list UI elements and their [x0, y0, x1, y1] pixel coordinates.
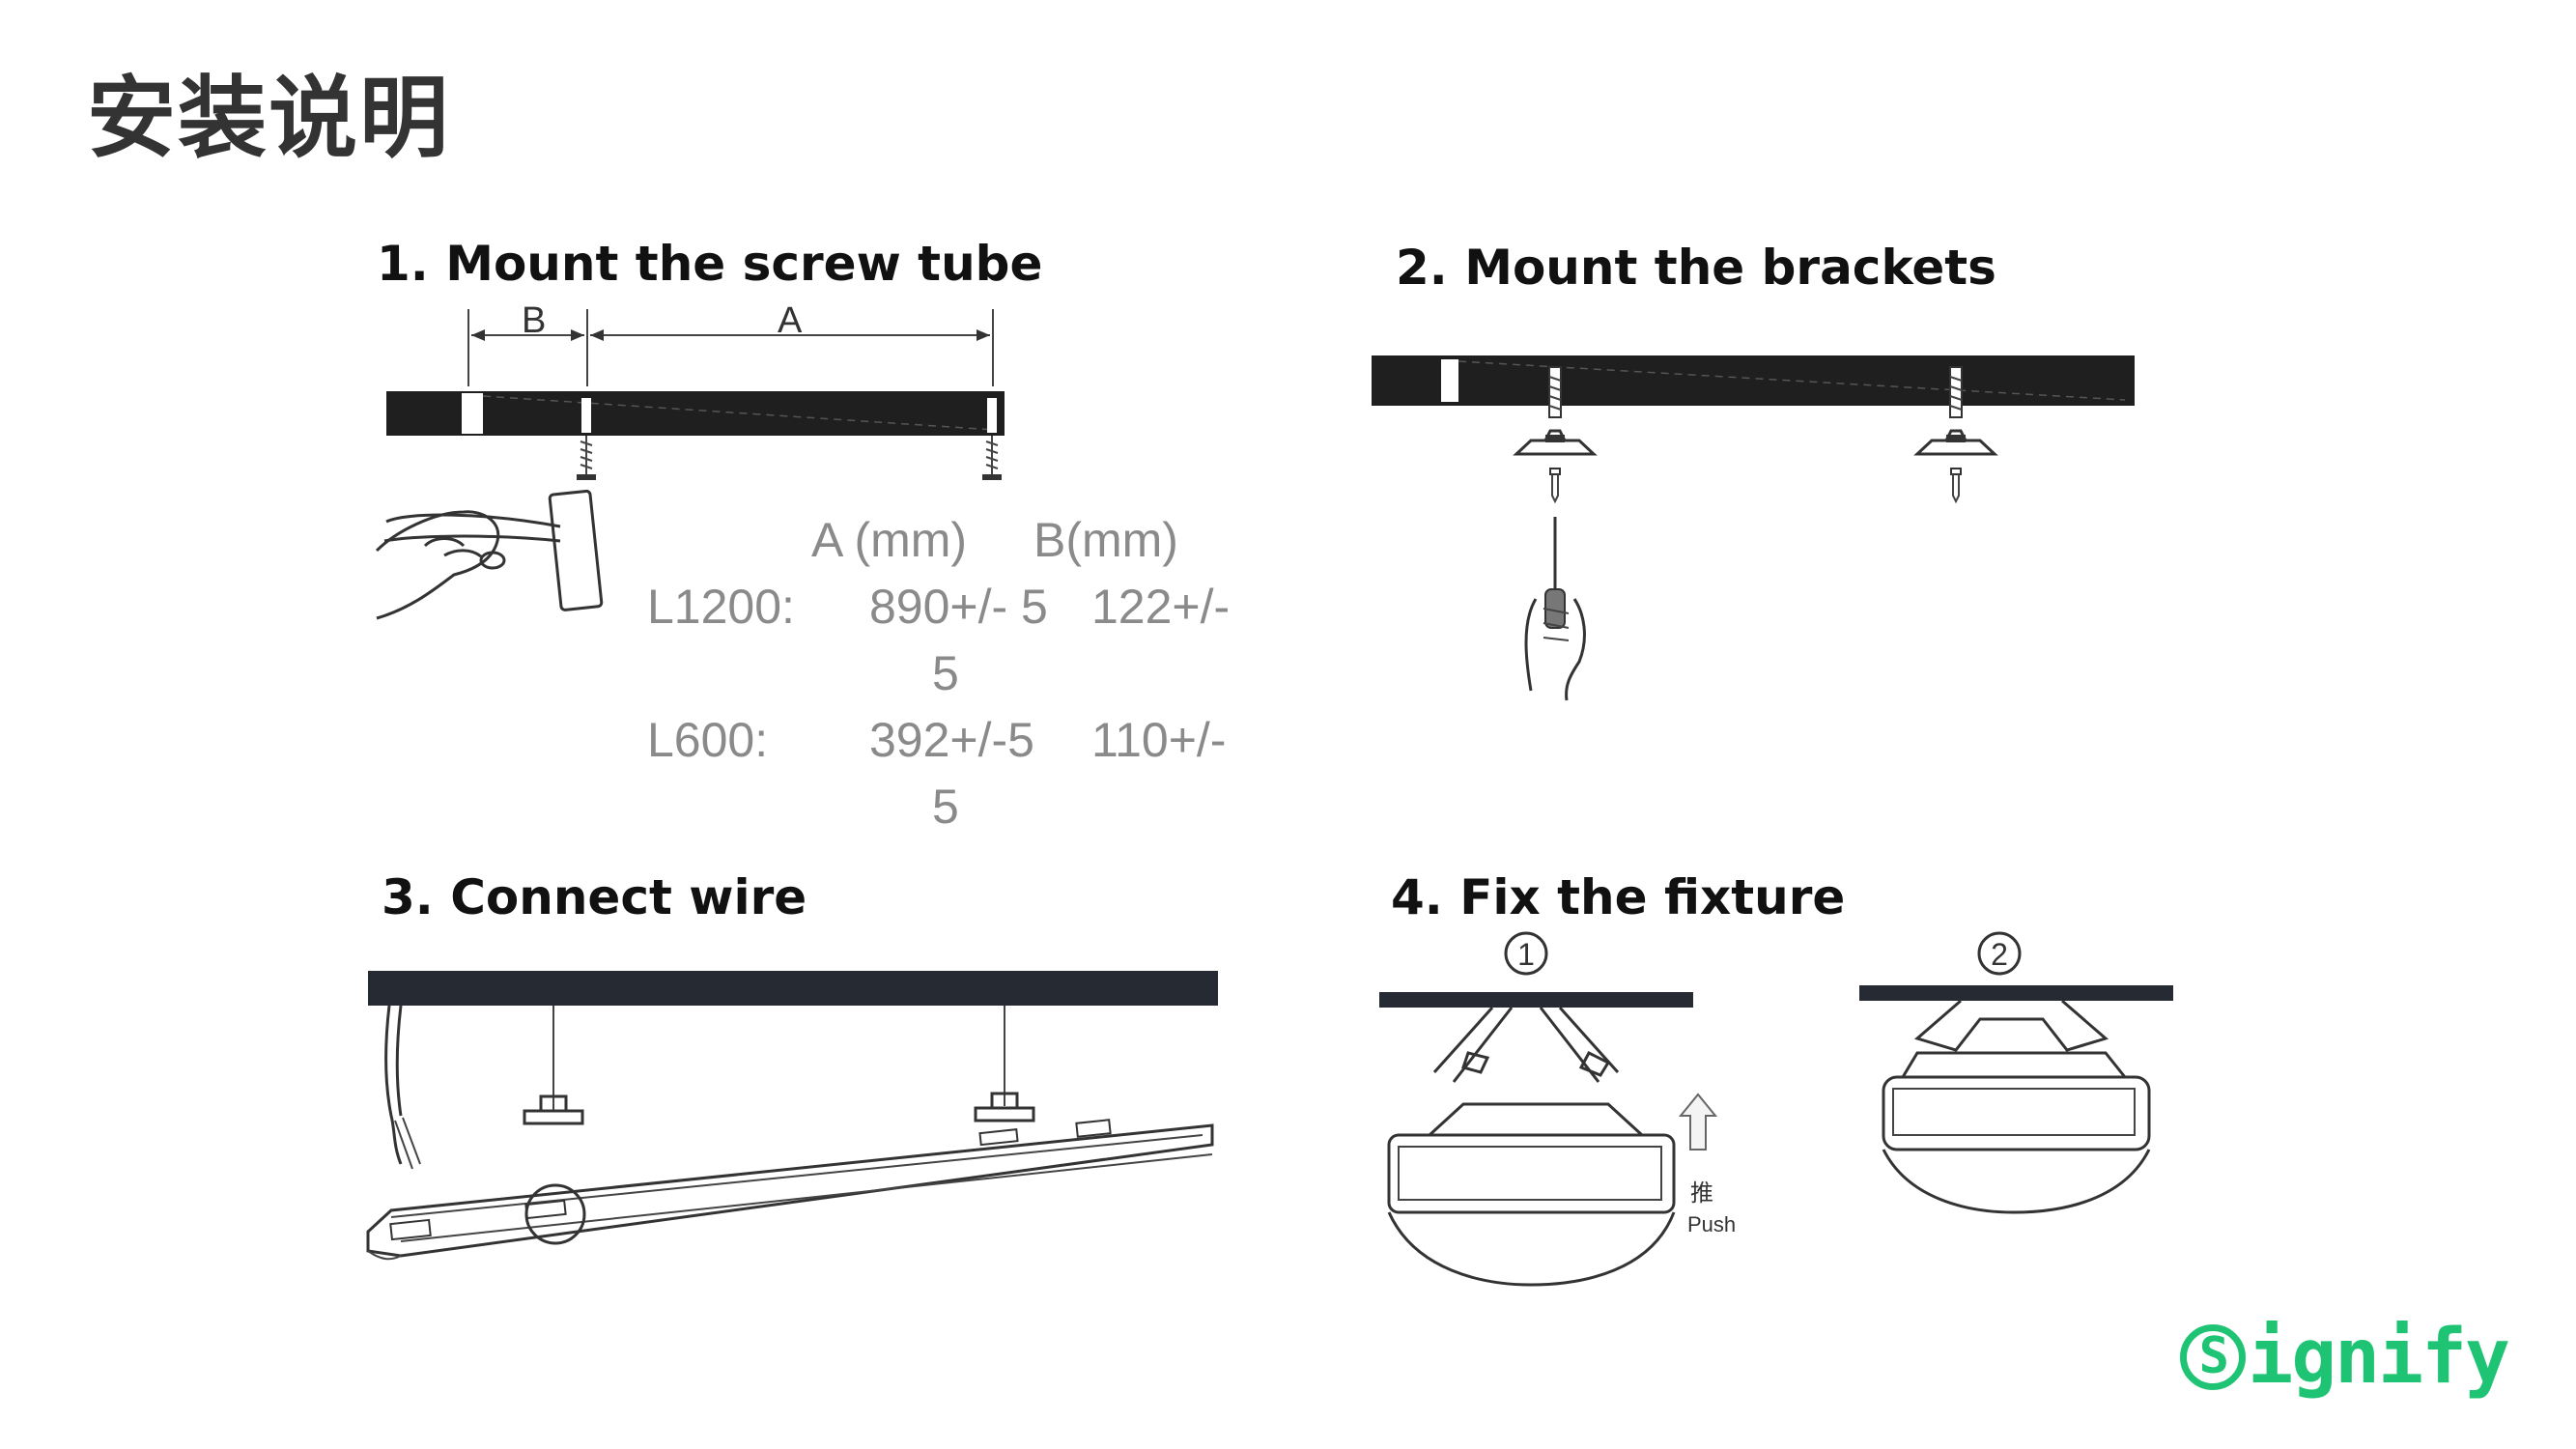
column-header-b: B(mm)	[1033, 513, 1178, 567]
step-4-title: 4. Fix the fixture	[1391, 869, 1846, 925]
row-model: L600:	[647, 713, 769, 767]
step-2-title: 2. Mount the brackets	[1396, 240, 1996, 296]
row-value-b: 122+/-	[1091, 580, 1231, 634]
connect-wire-diagram	[366, 971, 1218, 1261]
step-3-title: 3. Connect wire	[382, 869, 807, 925]
row-model: L1200:	[647, 580, 795, 634]
fixture-step-2-marker: 2	[1991, 937, 2008, 972]
push-label-en: Push	[1687, 1212, 1736, 1236]
push-label-cn: 推	[1690, 1179, 1713, 1207]
page-title: 安装说明	[87, 67, 451, 170]
dimension-table: A (mm) B(mm) L1200: 890+/- 5 122+/- 5 L6…	[647, 507, 1265, 836]
brackets-diagram	[1372, 355, 2135, 701]
row-value-b-wrap: 5	[932, 646, 959, 700]
row-value-a: 392+/-5	[869, 713, 1034, 767]
dimension-b-label: B	[522, 300, 546, 341]
fixture-step-1-marker: 1	[1517, 937, 1535, 972]
signify-logo-mark: S	[2180, 1324, 2247, 1390]
screw-tube-diagram: B A	[386, 300, 1005, 480]
hammer-hand-illustration	[375, 489, 604, 620]
column-header-a: A (mm)	[811, 513, 968, 567]
row-value-b: 110+/-	[1091, 713, 1227, 767]
row-value-a: 890+/- 5	[869, 580, 1048, 634]
step-1-title: 1. Mount the screw tube	[377, 236, 1043, 292]
signify-logo-text: ignify	[2248, 1314, 2510, 1401]
row-value-b-wrap: 5	[932, 780, 959, 834]
dimension-a-label: A	[778, 300, 803, 341]
fix-fixture-diagram: 1 2 推 Push	[1379, 931, 2173, 1287]
signify-logo: S ignify	[2180, 1314, 2510, 1401]
